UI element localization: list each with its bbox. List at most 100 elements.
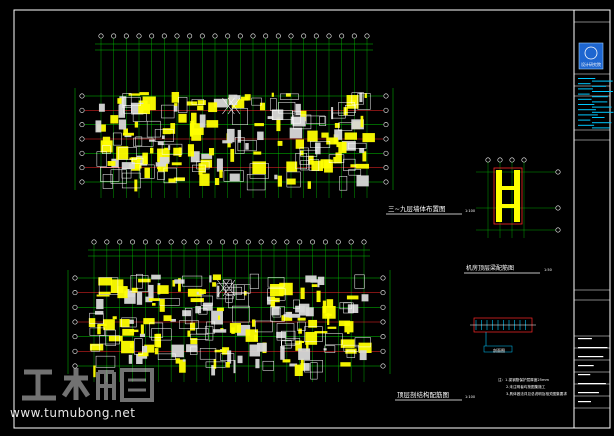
axis-bubble (79, 150, 85, 156)
room-outline (90, 344, 101, 352)
room-outline (233, 284, 251, 294)
room-outline (191, 99, 205, 105)
wall-segment (359, 92, 363, 103)
wall-segment (100, 140, 113, 153)
wall-segment (320, 159, 331, 169)
wall-segment (356, 175, 369, 187)
wall-segment (360, 115, 364, 128)
room-outline (157, 353, 176, 360)
wall-segment (297, 317, 306, 321)
room-outline (216, 283, 234, 300)
wall-segment (315, 142, 321, 155)
room-outline (297, 321, 306, 331)
wall-segment (199, 173, 210, 186)
title-block-text-line (592, 85, 606, 87)
wall-segment (305, 307, 314, 317)
wall-segment (344, 132, 357, 140)
title-block-text-line (578, 93, 590, 95)
axis-bubble (161, 33, 167, 39)
wall-segment (335, 152, 342, 164)
wall-segment (217, 285, 220, 298)
wall-segment (154, 348, 159, 355)
axis-bubble (348, 239, 354, 245)
wall-segment (362, 151, 367, 162)
axis-bubble (149, 33, 155, 39)
detail-upper-scale: 1:50 (544, 268, 552, 272)
axis-bubble (380, 363, 386, 369)
axis-bubble (380, 348, 386, 354)
axis-bubble (383, 179, 389, 185)
room-outline (249, 163, 269, 179)
room-outline (133, 137, 154, 147)
room-outline (310, 362, 318, 380)
wall-segment (226, 362, 230, 368)
axis-bubble (284, 239, 290, 245)
axis-bubble (212, 33, 218, 39)
section-detail (470, 317, 536, 353)
axis-bubble (383, 122, 389, 128)
wall-segment (163, 315, 172, 321)
wall-segment (277, 140, 283, 146)
wall-segment (186, 344, 198, 353)
room-outline (223, 170, 244, 182)
axis-bubble (79, 107, 85, 113)
wall-segment (190, 298, 204, 303)
room-outline (105, 329, 116, 346)
room-outline (279, 93, 299, 100)
axis-bubble (72, 348, 78, 354)
wall-segment (229, 323, 241, 333)
room-outline (293, 299, 300, 309)
axis-bubble (361, 239, 367, 245)
wall-segment (164, 147, 169, 151)
wall-segment (314, 331, 328, 334)
wall-segment (131, 287, 138, 293)
wall-segment (96, 124, 106, 132)
wall-segment (198, 289, 206, 294)
wall-segment (311, 284, 318, 288)
room-outline (123, 105, 132, 114)
axis-bubble (335, 239, 341, 245)
wall-segment (208, 102, 218, 113)
room-outline (262, 360, 274, 371)
wall-segment (124, 290, 136, 304)
title-block-logo-text: 设计研究院 (581, 61, 601, 67)
axis-bubble (275, 33, 281, 39)
wall-segment (127, 293, 136, 298)
wall-segment (276, 117, 281, 132)
wall-segment (285, 93, 291, 97)
wall-segment (358, 342, 372, 353)
wall-segment (144, 167, 150, 179)
room-outline (235, 137, 245, 154)
floor-plan-upper (74, 33, 394, 198)
room-outline (154, 129, 174, 142)
wall-segment (282, 359, 291, 363)
wall-segment (143, 318, 155, 325)
wall-segment (152, 303, 156, 306)
title-block-text-line (578, 338, 592, 340)
title-block-text-line (578, 383, 606, 385)
room-outline (161, 104, 175, 119)
wall-segment (280, 346, 285, 360)
axis-bubble (98, 33, 104, 39)
wall-segment (214, 349, 226, 353)
wall-segment (347, 304, 359, 314)
axis-bubble (245, 239, 251, 245)
wall-segment (211, 365, 216, 376)
axis-bubble (194, 239, 200, 245)
room-outline (339, 302, 352, 310)
room-outline (309, 159, 320, 171)
room-outline (345, 105, 356, 113)
wall-segment (300, 287, 305, 300)
axis-bubble (220, 239, 226, 245)
title-block-text-line (578, 114, 598, 116)
room-outline (354, 274, 365, 289)
wall-segment (230, 148, 235, 162)
plan-upper-scale: 1:100 (465, 209, 475, 213)
wall-segment (289, 363, 298, 367)
wall-segment (310, 279, 322, 283)
room-outline (255, 320, 273, 333)
wall-segment (361, 294, 369, 302)
wall-segment (237, 129, 242, 143)
room-outline (199, 348, 217, 360)
wall-segment (326, 299, 334, 308)
